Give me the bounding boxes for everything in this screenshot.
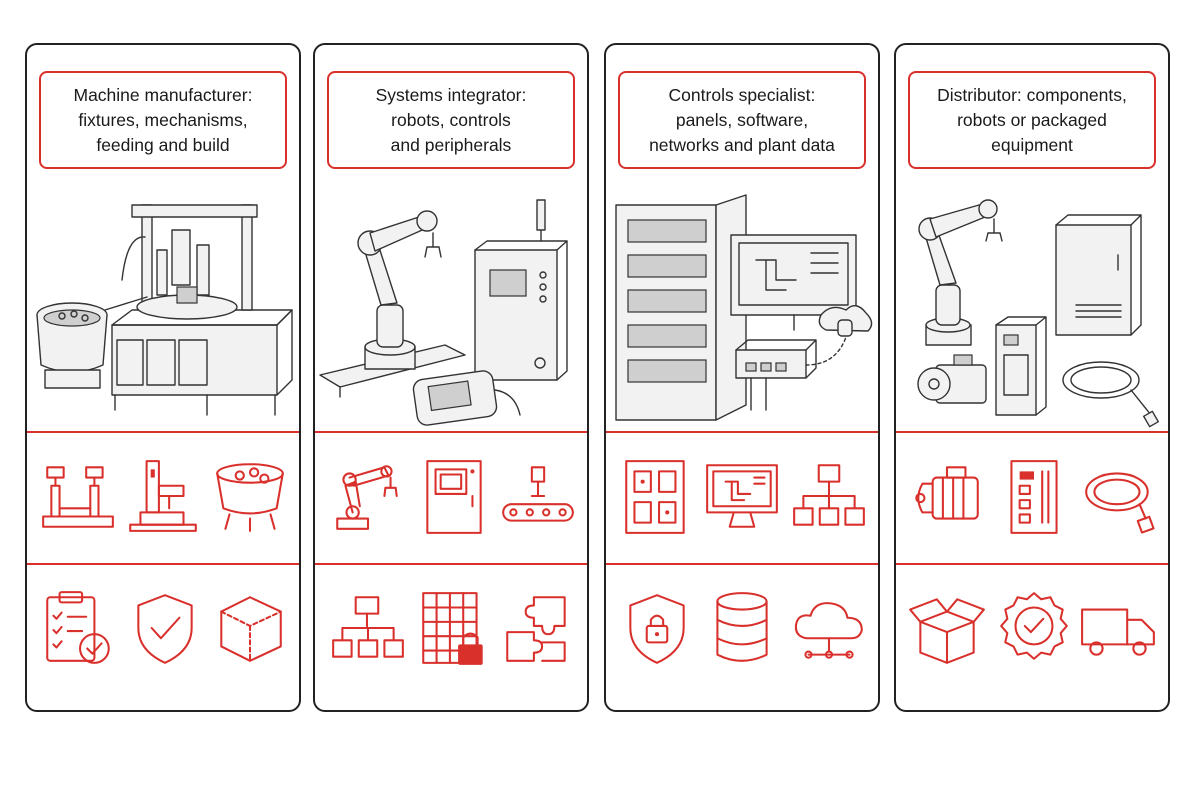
components-illustration: [896, 175, 1168, 431]
panel-layout-icon: [616, 453, 698, 539]
panel-title-box: Machine manufacturer: fixtures, mechanis…: [39, 71, 287, 169]
control-cabinet-icon: [413, 453, 495, 539]
icon-row-secondary: [27, 565, 299, 695]
section-divider: [27, 563, 299, 565]
wireframe-cube-icon: [209, 585, 291, 671]
icon-row-primary: [896, 433, 1168, 563]
grid-lock-icon: [413, 585, 495, 671]
panel-title: Distributor: components, robots or packa…: [937, 84, 1127, 155]
panel-title: Machine manufacturer: fixtures, mechanis…: [73, 84, 253, 155]
cloud-network-icon: [788, 585, 870, 671]
linear-actuator-press-icon: [122, 453, 204, 539]
panel-title-box: Systems integrator: robots, controls and…: [327, 71, 575, 169]
control-panel-illustration: [606, 175, 878, 431]
servo-drive-icon: [993, 453, 1075, 539]
panel-controls-specialist: Controls specialist: panels, software, n…: [604, 43, 880, 712]
network-topology-icon: [788, 453, 870, 539]
panel-systems-integrator: Systems integrator: robots, controls and…: [313, 43, 589, 712]
panel-title: Systems integrator: robots, controls and…: [375, 84, 527, 155]
icon-row-secondary: [896, 565, 1168, 695]
panel-machine-manufacturer: Machine manufacturer: fixtures, mechanis…: [25, 43, 301, 712]
robot-arm-icon: [327, 453, 409, 539]
section-divider: [896, 431, 1168, 433]
shield-lock-icon: [616, 585, 698, 671]
icon-row-secondary: [315, 565, 587, 695]
servo-motor-icon: [906, 453, 988, 539]
icon-row-secondary: [606, 565, 878, 695]
section-divider: [315, 431, 587, 433]
panel-title-box: Controls specialist: panels, software, n…: [618, 71, 866, 169]
hierarchy-diagram-icon: [327, 585, 409, 671]
database-icon: [701, 585, 783, 671]
vibratory-bowl-feeder-icon: [209, 453, 291, 539]
panel-title-box: Distributor: components, robots or packa…: [908, 71, 1156, 169]
icon-row-primary: [606, 433, 878, 563]
icon-row-primary: [315, 433, 587, 563]
cable-icon: [1078, 453, 1160, 539]
panel-distributor: Distributor: components, robots or packa…: [894, 43, 1170, 712]
section-divider: [896, 563, 1168, 565]
panel-title: Controls specialist: panels, software, n…: [649, 84, 835, 155]
delivery-truck-icon: [1078, 585, 1160, 671]
robot-cell-illustration: [315, 175, 587, 431]
section-divider: [606, 431, 878, 433]
section-divider: [315, 563, 587, 565]
monitor-software-icon: [701, 453, 783, 539]
section-divider: [27, 431, 299, 433]
icon-row-primary: [27, 433, 299, 563]
clipboard-checklist-icon: [37, 585, 119, 671]
quality-badge-icon: [993, 585, 1075, 671]
open-box-icon: [906, 585, 988, 671]
puzzle-pieces-icon: [497, 585, 579, 671]
conveyor-sensor-icon: [497, 453, 579, 539]
section-divider: [606, 563, 878, 565]
fixture-clamps-icon: [37, 453, 119, 539]
machine-build-illustration: [27, 175, 299, 431]
shield-check-icon: [124, 585, 206, 671]
